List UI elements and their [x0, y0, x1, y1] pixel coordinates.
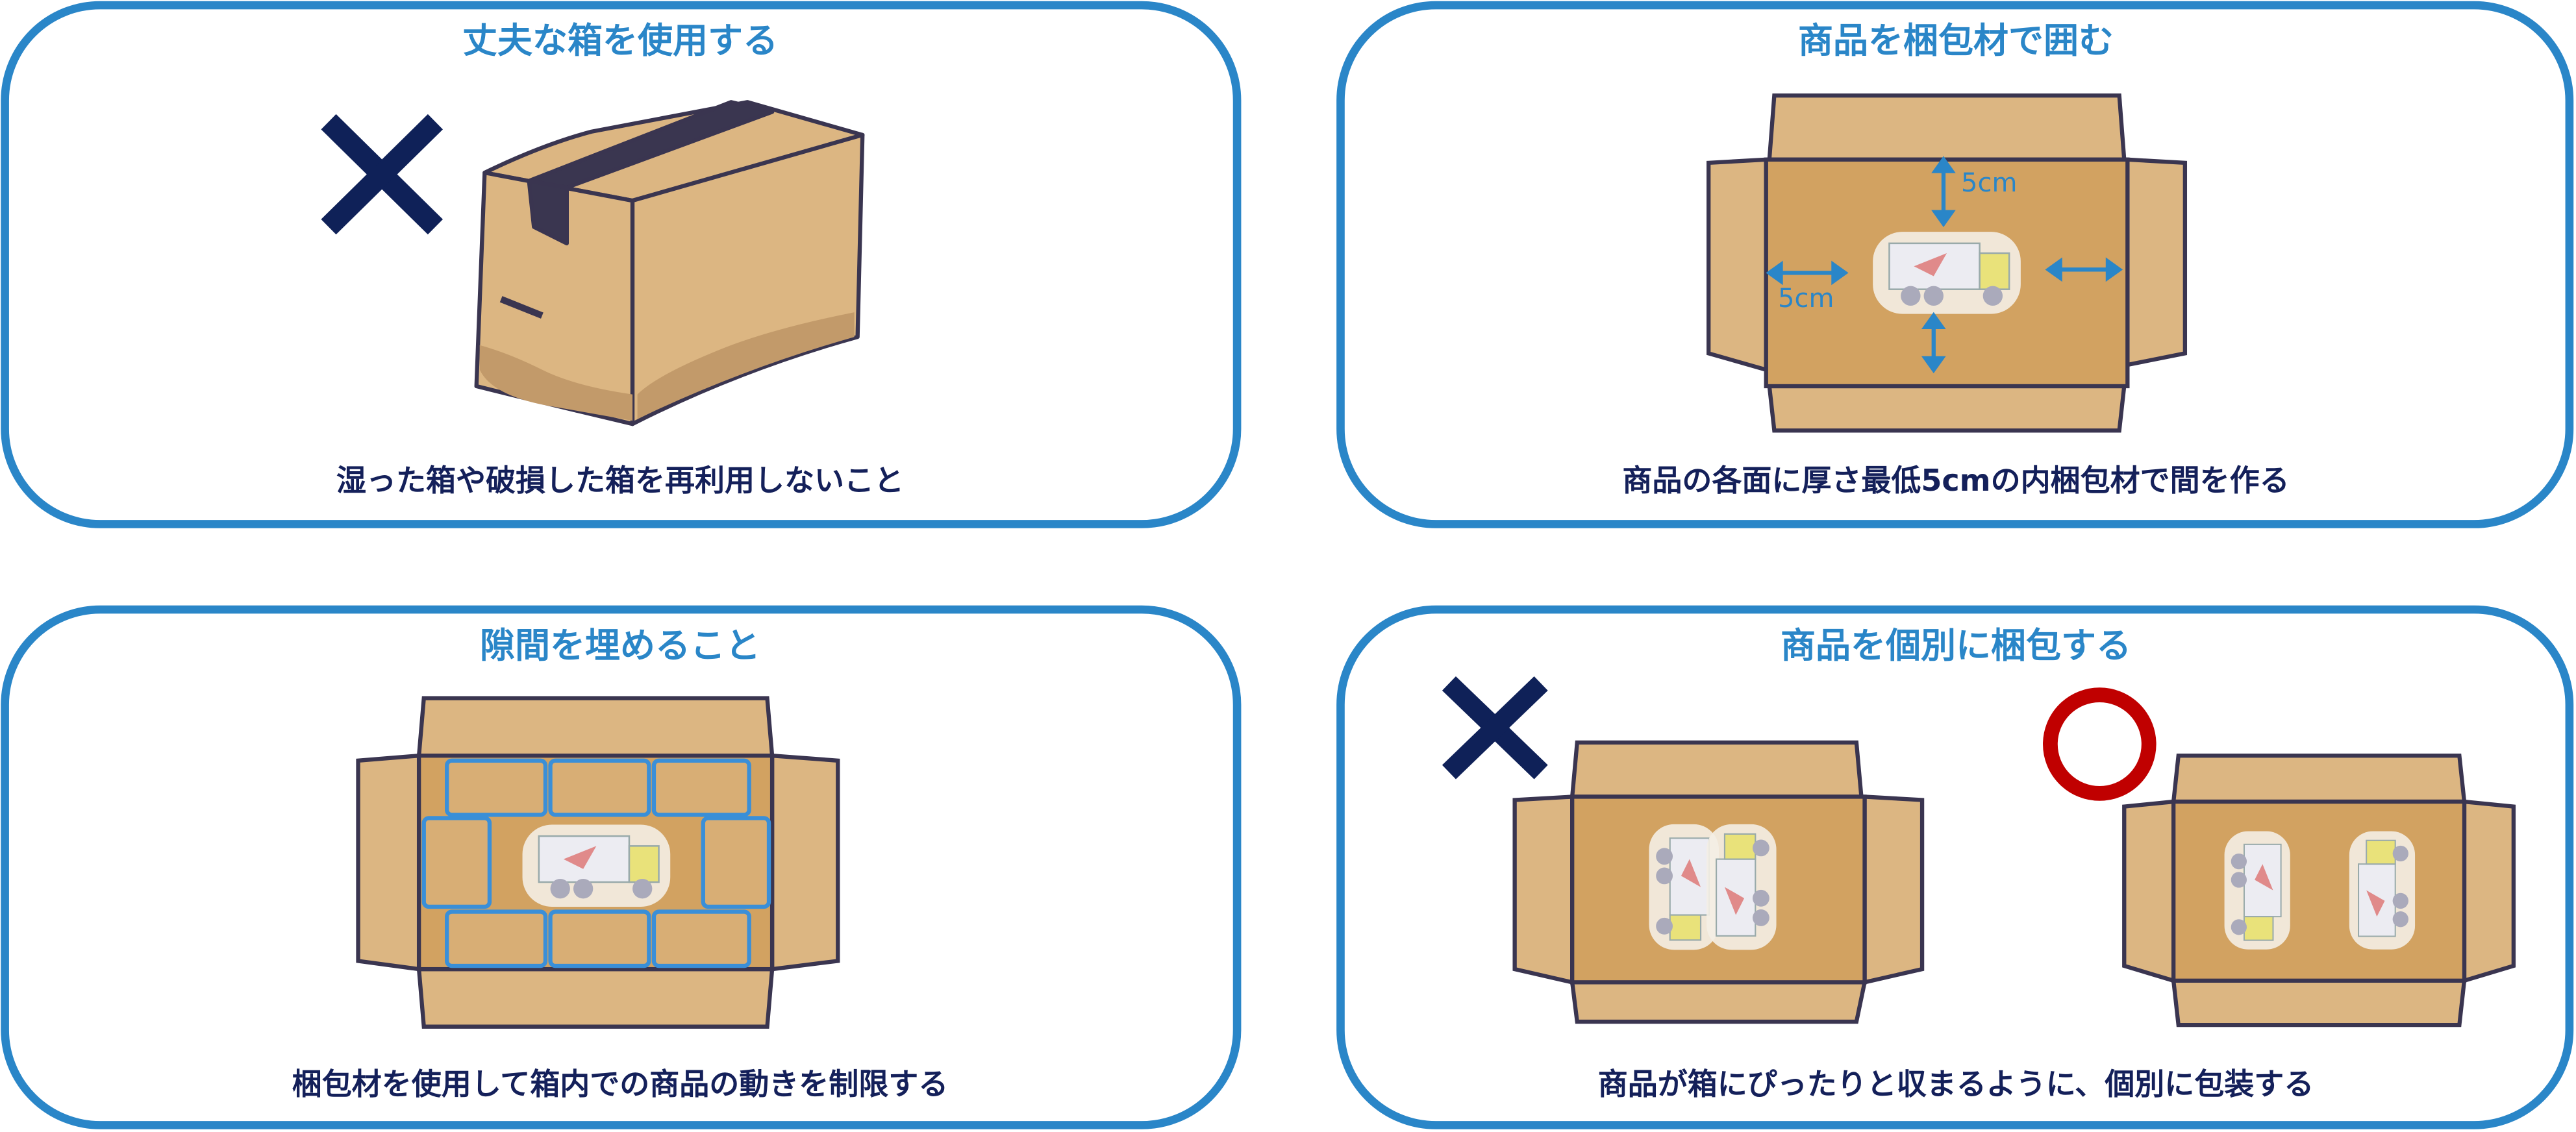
cross-mark-icon — [1442, 676, 1548, 780]
panel-caption: 商品が箱にぴったりと収まるように、個別に包装する — [1597, 1066, 2314, 1101]
open-box-icon — [1707, 93, 2188, 433]
wrapped-truck-icon — [1871, 230, 2022, 315]
panel-caption: 湿った箱や破損した箱を再利用しないこと — [336, 463, 904, 498]
wrapped-truck-icon — [1648, 823, 1777, 951]
panel-title: 隙間を埋めること — [480, 625, 760, 666]
panel-title: 丈夫な箱を使用する — [462, 20, 778, 61]
open-box-icon — [1512, 740, 1925, 1024]
filler-cushion-icon — [421, 758, 771, 968]
panel-caption: 商品の各面に厚さ最低5cmの内梱包材で間を作る — [1622, 463, 2290, 498]
circle-mark-icon — [2043, 687, 2157, 801]
cross-mark-icon — [321, 114, 443, 235]
dimension-label: 5cm — [1778, 284, 1834, 314]
dimension-label: 5cm — [1961, 168, 2018, 198]
double-arrow-icon — [1766, 156, 2123, 374]
panel-sturdy-box — [1, 1, 1242, 528]
panel-surround-cushion — [1336, 1, 2574, 528]
open-box-icon — [2122, 754, 2516, 1027]
damaged-box-icon — [474, 100, 865, 426]
panel-caption: 梱包材を使用して箱内での商品の動きを制限する — [292, 1066, 949, 1101]
wrapped-truck-icon — [521, 824, 671, 908]
panel-title: 商品を個別に梱包する — [1781, 625, 2131, 666]
panel-title: 商品を梱包材で囲む — [1798, 20, 2114, 61]
panel-individual-pack — [1336, 605, 2574, 1129]
panel-fill-gaps — [1, 605, 1242, 1129]
